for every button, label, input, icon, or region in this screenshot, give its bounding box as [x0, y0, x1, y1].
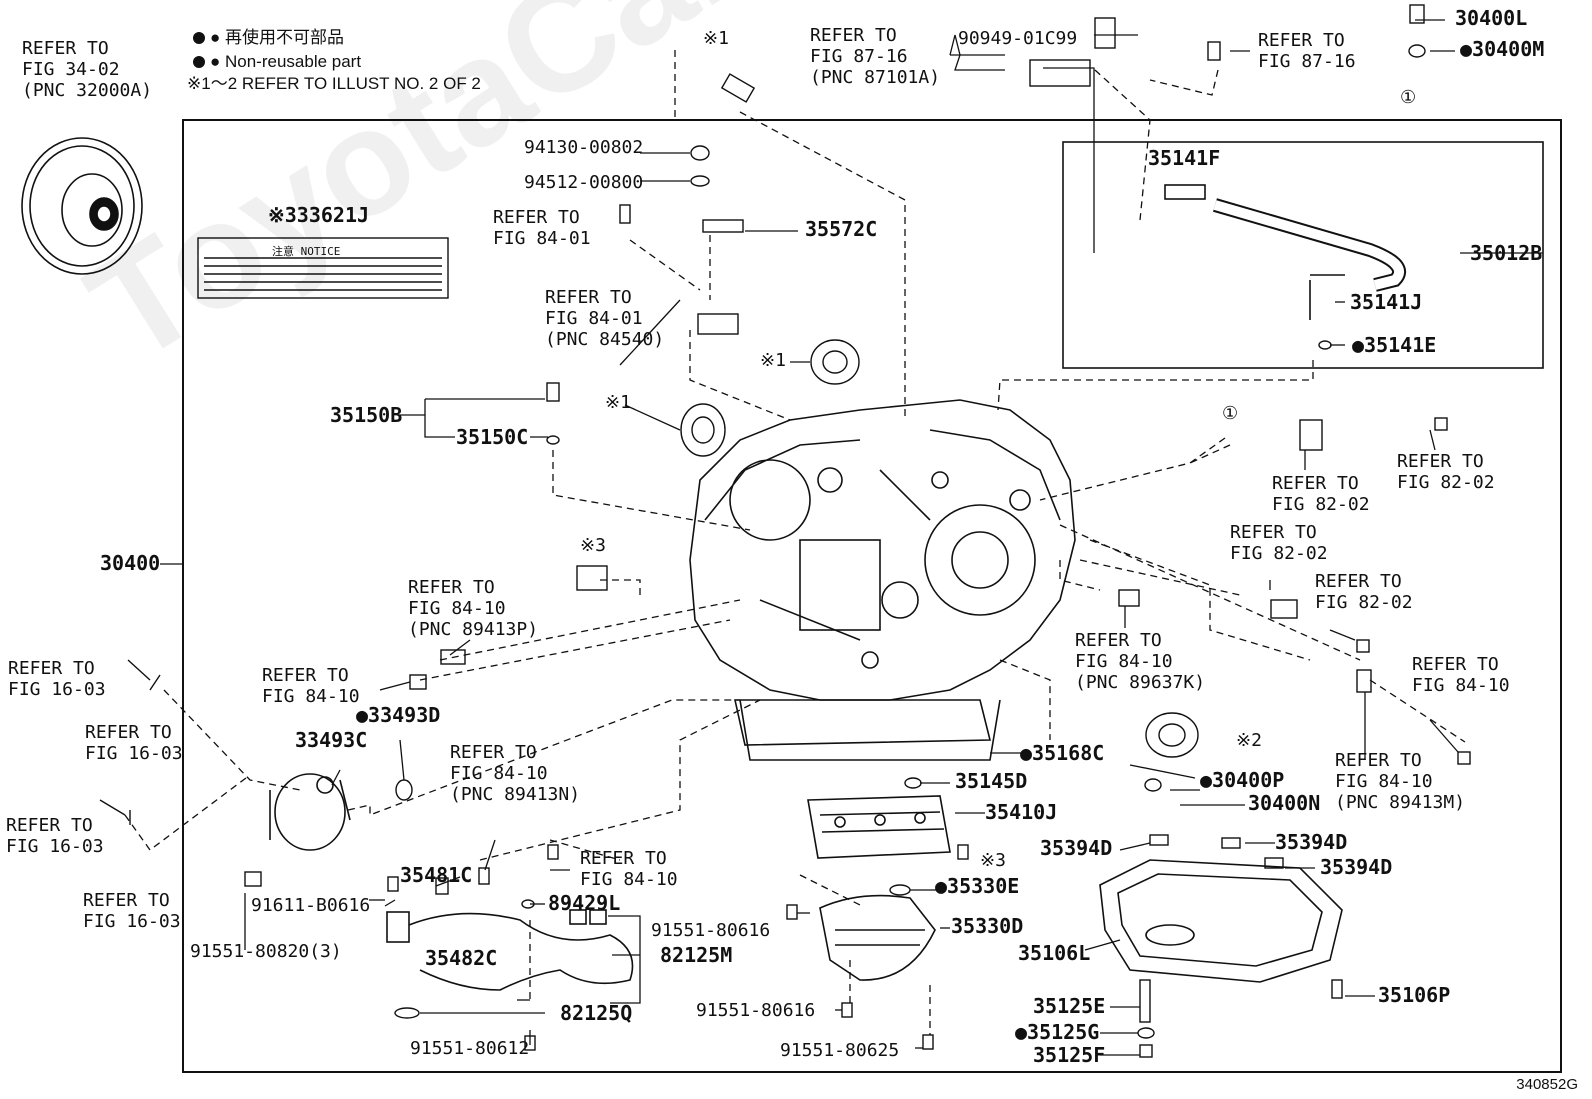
- label-90949-01c99: 90949-01C99: [958, 28, 1078, 49]
- label-ref-fig84-10-bottom: REFER TO FIG 84-10: [580, 848, 678, 890]
- label-35125e: 35125E: [1033, 994, 1106, 1018]
- label-note1-left: ※1: [605, 392, 631, 413]
- label-ref-fig84-10-left: REFER TO FIG 84-10: [262, 665, 360, 707]
- label-note1-top: ※1: [703, 28, 729, 49]
- label-note3-left: ※3: [580, 535, 606, 556]
- transaxle-assembly: [689, 399, 1076, 761]
- label-35410j: 35410J: [985, 800, 1058, 824]
- wire-harness-illustration: [386, 909, 634, 991]
- label-35150b: 35150B: [330, 403, 403, 427]
- dashed-leaders: [124, 50, 1466, 1035]
- legend-nonreusable: ● Non-reusable part: [210, 52, 362, 71]
- label-ref-fig84-10-p89413n: REFER TO FIG 84-10 (PNC 89413N): [450, 742, 581, 805]
- label-ref-fig16-03-d: REFER TO FIG 16-03: [83, 890, 181, 932]
- leader-lines: [160, 19, 1543, 1056]
- label-82125q: 82125Q: [560, 1001, 633, 1025]
- label-note3-bottom: ※3: [980, 850, 1006, 871]
- label-91551-80820: 91551-80820(3): [190, 941, 342, 962]
- label-35012b: 35012B: [1470, 241, 1543, 265]
- oil-pan-illustration: [1099, 859, 1343, 983]
- label-ref-fig82-02-a: REFER TO FIG 82-02: [1272, 473, 1370, 515]
- label-35141f: 35141F: [1148, 146, 1221, 170]
- label-33621j: ※333621J: [268, 203, 370, 227]
- label-30400: 30400: [100, 551, 161, 575]
- breather-hose-illustration: [1164, 184, 1406, 320]
- label-35141j: 35141J: [1350, 290, 1423, 314]
- label-ref-fig82-02-d: REFER TO FIG 82-02: [1315, 571, 1413, 613]
- label-ref-fig84-01-a: REFER TO FIG 84-01: [493, 207, 591, 249]
- label-35145d: 35145D: [955, 769, 1028, 793]
- label-ref-fig16-03-c: REFER TO FIG 16-03: [6, 815, 104, 857]
- label-30400m: ●30400M: [1460, 37, 1545, 61]
- label-94130-00802: 94130-00802: [524, 137, 644, 158]
- label-30400n: 30400N: [1248, 791, 1321, 815]
- label-ref-fig84-10-right: REFER TO FIG 84-10: [1412, 654, 1510, 696]
- label-82125m: 82125M: [660, 943, 733, 967]
- label-35481c: 35481C: [400, 863, 473, 887]
- label-35125f: 35125F: [1033, 1043, 1106, 1067]
- label-35150c: 35150C: [456, 425, 529, 449]
- torque-converter-illustration: [21, 137, 143, 275]
- main-frame: [182, 119, 1562, 1073]
- label-91551-80625: 91551-80625: [780, 1040, 900, 1061]
- label-35482c: 35482C: [425, 946, 498, 970]
- oil-strainer-illustration: [819, 894, 936, 981]
- label-35141e: ●35141E: [1352, 333, 1437, 357]
- legend-reuse-jp: ● 再使用不可部品: [210, 28, 344, 47]
- label-30400p: ●30400P: [1200, 768, 1285, 792]
- hose-inset-box: [1062, 141, 1544, 369]
- label-94512-00800: 94512-00800: [524, 172, 644, 193]
- label-35572c: 35572C: [805, 217, 878, 241]
- label-circ1-mid: ①: [1222, 403, 1239, 424]
- label-35106l: 35106L: [1018, 941, 1091, 965]
- label-35330e: ●35330E: [935, 874, 1020, 898]
- label-33493d: ●33493D: [356, 703, 441, 727]
- small-parts: [99, 4, 1471, 1058]
- legend-note: ※1～2 REFER TO ILLUST NO. 2 OF 2: [187, 74, 481, 93]
- label-ref-fig82-02-c: REFER TO FIG 82-02: [1230, 522, 1328, 564]
- oil-cooler-illustration: [269, 773, 351, 851]
- diagram-code: 340852G: [1516, 1076, 1578, 1093]
- label-note1-mid: ※1: [760, 350, 786, 371]
- label-91551-80612: 91551-80612: [410, 1038, 530, 1059]
- label-35168c: ●35168C: [1020, 741, 1105, 765]
- label-33493c: 33493C: [295, 728, 368, 752]
- notice-text: 注意 NOTICE: [272, 245, 341, 258]
- label-89429l: 89429L: [548, 891, 621, 915]
- label-91551-80616-a: 91551-80616: [651, 920, 771, 941]
- label-35394d-b: 35394D: [1275, 830, 1348, 854]
- label-35394d-a: 35394D: [1040, 836, 1113, 860]
- label-35394d-c: 35394D: [1320, 855, 1393, 879]
- label-ref-fig34-02: REFER TO FIG 34-02 (PNC 32000A): [22, 38, 153, 101]
- label-circ1-top: ①: [1400, 87, 1417, 108]
- label-ref-fig16-03-b: REFER TO FIG 16-03: [85, 722, 183, 764]
- label-ref-fig16-03-a: REFER TO FIG 16-03: [8, 658, 106, 700]
- label-ref-fig82-02-b: REFER TO FIG 82-02: [1397, 451, 1495, 493]
- label-ref-fig87-16-b: REFER TO FIG 87-16: [1258, 30, 1356, 72]
- label-ref-fig84-10-p89413p: REFER TO FIG 84-10 (PNC 89413P): [408, 577, 539, 640]
- notice-label-plate: [197, 237, 449, 299]
- valve-body-illustration: [807, 795, 951, 859]
- label-ref-fig84-01-b: REFER TO FIG 84-01 (PNC 84540): [545, 287, 665, 350]
- label-91551-80616-b: 91551-80616: [696, 1000, 816, 1021]
- label-ref-fig87-16-a: REFER TO FIG 87-16 (PNC 87101A): [810, 25, 941, 88]
- label-35106p: 35106P: [1378, 983, 1451, 1007]
- label-note2: ※2: [1236, 730, 1262, 751]
- label-91611-b0616: 91611-B0616: [251, 895, 371, 916]
- label-30400l: 30400L: [1455, 6, 1528, 30]
- label-35330d: 35330D: [951, 914, 1024, 938]
- label-ref-fig84-10-p89637k: REFER TO FIG 84-10 (PNC 89637K): [1075, 630, 1206, 693]
- legend-dots: [193, 32, 205, 68]
- label-ref-fig84-10-p89413m: REFER TO FIG 84-10 (PNC 89413M): [1335, 750, 1466, 813]
- label-35125g: ●35125G: [1015, 1020, 1100, 1044]
